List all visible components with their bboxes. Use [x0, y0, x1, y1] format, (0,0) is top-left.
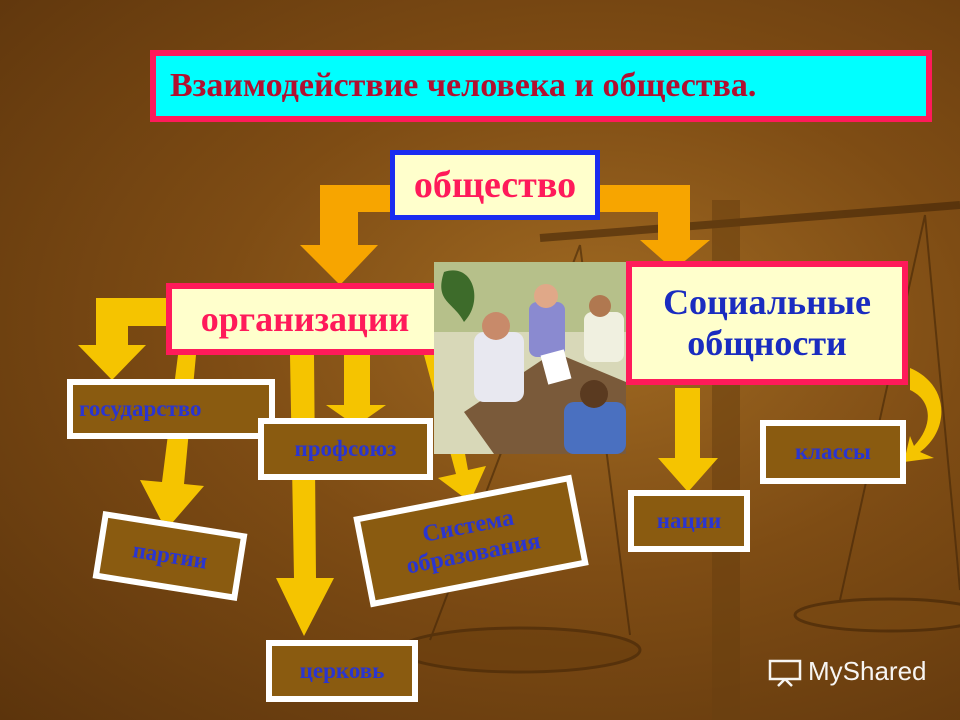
- arrow-to-trade-union: [326, 355, 386, 426]
- node-social-communities: Социальные общности: [626, 261, 908, 385]
- node-social-communities-line1: Социальные: [663, 281, 871, 322]
- node-society: общество: [390, 150, 600, 220]
- watermark-text: MyShared: [808, 656, 927, 686]
- node-nations: нации: [628, 490, 750, 552]
- arrow-to-classes: [904, 368, 942, 462]
- meeting-clipart-image: [434, 262, 626, 454]
- presentation-icon: [768, 659, 802, 687]
- arrow-to-communities: [598, 185, 710, 270]
- arrow-to-church: [276, 355, 334, 636]
- node-social-communities-line2: общности: [687, 323, 847, 363]
- node-state: государство: [67, 379, 275, 439]
- node-church: церковь: [266, 640, 418, 702]
- node-trade-union: профсоюз: [258, 418, 433, 480]
- arrow-to-nations: [658, 388, 718, 492]
- slide-title: Взаимодействие человека и общества.: [150, 50, 932, 122]
- arrow-to-state: [78, 298, 168, 380]
- watermark: MyShared: [768, 656, 927, 687]
- arrow-to-organizations: [300, 185, 392, 285]
- node-classes: классы: [760, 420, 906, 484]
- node-organizations: организации: [166, 283, 444, 355]
